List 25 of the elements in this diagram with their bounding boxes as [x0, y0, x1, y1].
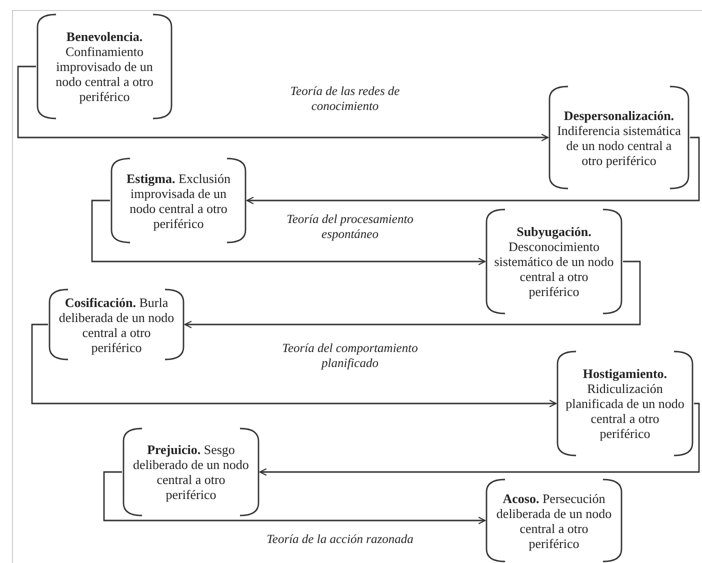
connector-arrow	[17, 66, 549, 142]
node-text: Estigma. Exclusión improvisada de un nodo central a otro periférico	[126, 170, 232, 230]
connector-arrow	[103, 471, 486, 524]
bracket-box	[556, 350, 694, 457]
edge-label: Teoría del procesamiento espontáneo	[285, 212, 415, 242]
bracket-box	[110, 157, 247, 244]
bracket-box	[485, 478, 623, 563]
bracket-box	[122, 427, 260, 517]
connector-arrow	[31, 324, 557, 408]
bracket-box	[48, 288, 185, 361]
node-text: Hostigamiento. Ridiculización planificada de un nodo central a otro periférico	[564, 366, 686, 441]
edge-label: Teoría del comportamiento planificado	[280, 341, 420, 371]
node-text: Prejuicio. Sesgo deliberado de un nodo central a otro periférico	[132, 442, 250, 502]
node-text: Acoso. Persecución deliberada de un nodo central a otro periférico	[495, 490, 613, 550]
node-text: Despersonalización. Indiferencia sistemática de un nodo central a otro periférico	[556, 108, 682, 168]
node-text: Benevolencia. Confinamiento improvisado de un nodo central a otro periférico	[54, 29, 154, 104]
bracket-box	[548, 85, 690, 190]
node-text: Subyugación. Desconocimiento sistemático de un nodo central a otro periférico	[493, 224, 615, 299]
bracket-box	[485, 208, 623, 315]
connector-arrow	[246, 136, 700, 204]
connector-arrow	[91, 200, 486, 266]
node-text: Cosificación. Burla deliberada de un nodo central a otro periférico	[58, 294, 176, 354]
connector-arrow	[259, 402, 700, 476]
bracket-box	[36, 13, 173, 120]
connector-arrow	[184, 260, 641, 328]
